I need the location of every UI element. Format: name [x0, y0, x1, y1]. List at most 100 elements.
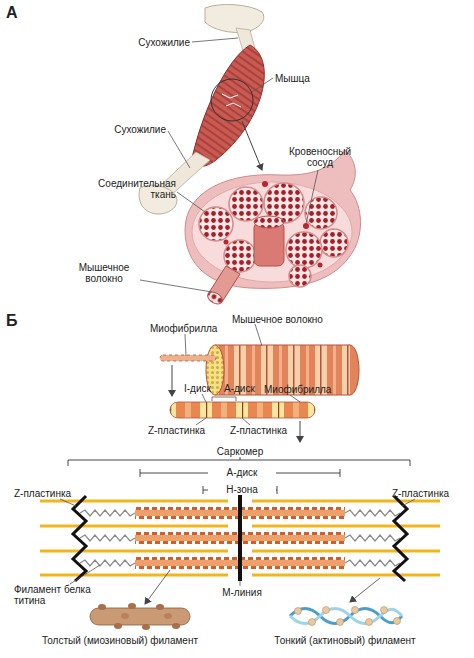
titin-filament [80, 510, 135, 516]
part-label: Мышечное волокно [232, 314, 323, 325]
thin-filament [40, 525, 228, 528]
fascicle-hint [222, 94, 241, 107]
perimysium [192, 182, 352, 282]
leader-line [240, 581, 241, 586]
leader-lines-a [140, 38, 318, 292]
sarcomere-bracket [68, 460, 410, 466]
pulled-fascicle-end [254, 216, 284, 228]
blood-vessel [318, 263, 323, 268]
part-label: Мышца [275, 73, 310, 84]
fascicle [286, 232, 322, 268]
myosin-head [172, 623, 180, 629]
part-label: Толстый (миозиновый) филамент [20, 635, 220, 646]
zoom-arrow [242, 121, 262, 170]
leader-line [242, 418, 250, 425]
part-label: Сухожилие [100, 37, 190, 48]
actin-bead [366, 619, 373, 626]
part-label: Филамент белка титина [14, 584, 114, 606]
actin-bead [309, 619, 316, 626]
panel-letter: А [6, 4, 18, 22]
part-label: Тонкий (актиновый) филамент [255, 635, 435, 646]
part-label: Миофибрилла [264, 384, 331, 395]
fascicle [199, 207, 233, 241]
zoom-arrow [350, 578, 380, 602]
upper-bone [205, 5, 264, 33]
panel-letter: Б [6, 312, 18, 330]
part-label: А-диск [208, 467, 276, 478]
thin-filament [40, 574, 228, 577]
part-label: А-диск [224, 383, 255, 394]
leader-line [70, 565, 100, 584]
myosin-head [156, 604, 164, 610]
part-label: Кровеносный сосуд [284, 146, 356, 168]
leader-line [306, 170, 318, 224]
actin-bead [352, 607, 359, 614]
myosin-head [164, 613, 172, 619]
z-line [73, 496, 86, 581]
muscle-fiber-body [215, 345, 350, 395]
leader-line [255, 324, 262, 346]
blood-vessel [224, 240, 229, 245]
zoom-arrow [145, 570, 170, 604]
leader-line [185, 334, 186, 356]
leader-line [196, 418, 206, 425]
thin-filament [40, 500, 228, 503]
leader-lines-b [185, 324, 300, 425]
leader-lines-c [60, 499, 415, 604]
epimysium [185, 150, 361, 288]
titin-filament [345, 560, 400, 566]
fascicle [320, 229, 348, 257]
thin-filament [252, 550, 440, 553]
part-label: Сухожилие [80, 124, 166, 135]
myosin-head [98, 604, 106, 610]
actin-bead [337, 619, 344, 626]
bracket-tick [240, 457, 241, 460]
titin-filament [345, 535, 400, 541]
part-label: Мышечное волокно [68, 262, 140, 284]
fiber-outline [215, 345, 350, 346]
leader-line [290, 395, 300, 402]
part-label: Z-пластинка [14, 488, 71, 499]
a-disc-bracket [212, 397, 236, 401]
blood-vessel [262, 181, 268, 187]
pulled-myofibril [160, 355, 216, 361]
leader-line [252, 78, 273, 92]
myosin-head [142, 624, 150, 630]
part-label: Миофибрилла [150, 323, 217, 334]
muscle-fiber-end [206, 290, 225, 307]
myosin-rod [90, 608, 190, 625]
titin-filament [80, 535, 135, 541]
leader-line [402, 499, 415, 506]
pulled-fascicle [254, 222, 284, 266]
myosin-head [128, 603, 136, 609]
part-label: Z-пластинка [148, 425, 205, 436]
sarcomere [40, 495, 440, 581]
fascicle [289, 265, 311, 287]
fascicle [229, 187, 263, 221]
actin-bead [295, 608, 302, 615]
thin-filament [252, 525, 440, 528]
zoom-arrow [172, 365, 173, 396]
actin-bead [381, 607, 388, 614]
magnifier-circle [211, 79, 253, 121]
leader-line [168, 131, 190, 168]
myofibril [170, 402, 315, 418]
part-label: Z-пластинка [230, 425, 287, 436]
zoom-arrow [300, 421, 301, 442]
leader-line [177, 192, 205, 212]
titin-filament [345, 510, 400, 516]
part-label: Соединительная ткань [96, 178, 176, 200]
part-label: Н-зона [208, 484, 276, 495]
part-label: I-диск [184, 383, 211, 394]
m-line [238, 495, 242, 581]
leader-line [140, 280, 212, 292]
myosin-head [121, 613, 129, 619]
titin-filament [80, 560, 135, 566]
thin-filament [252, 574, 440, 577]
leader-line [60, 499, 76, 506]
leader-line [202, 394, 206, 402]
fascicle [305, 197, 337, 229]
part-label: Саркомер [200, 446, 280, 457]
actin-bead [323, 607, 330, 614]
